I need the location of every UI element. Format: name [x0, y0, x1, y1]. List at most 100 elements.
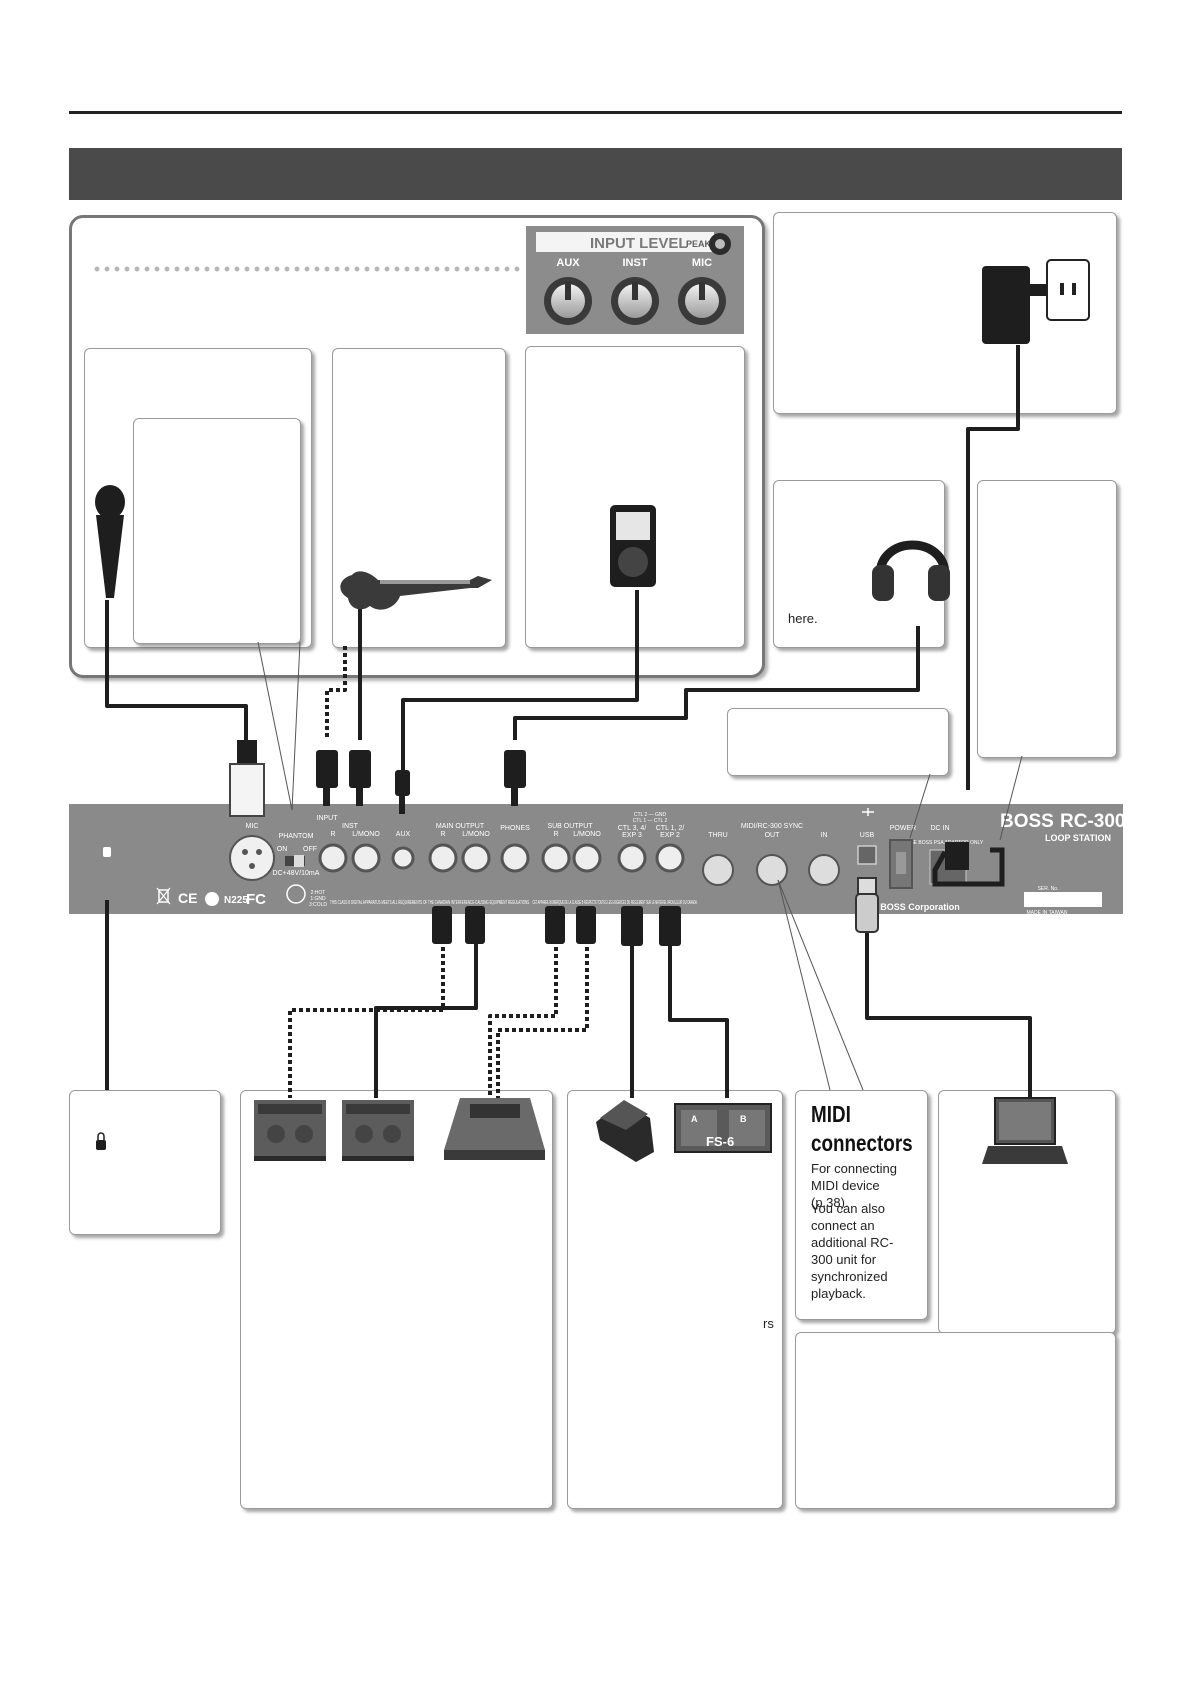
label-on: ON	[277, 846, 288, 853]
label-inst: INST	[342, 823, 359, 830]
label-ctl12: CTL 1, 2/	[656, 825, 685, 832]
rear-panel: BOSS RC-300 LOOP STATION MIC PHANTOM ON …	[69, 804, 1125, 916]
brand-logo: BOSS	[1000, 811, 1054, 832]
label-mic: MIC	[246, 823, 259, 830]
label-pin-cold: 3:COLD	[309, 902, 327, 908]
midi-out-port	[756, 854, 788, 886]
kensington-slot-icon	[103, 847, 111, 857]
n225-mark: N225	[224, 895, 248, 906]
wall-outlet-icon	[1046, 259, 1090, 321]
usb-port	[857, 845, 877, 865]
label-sub-output: SUB OUTPUT	[547, 823, 593, 830]
knob-label-inst: INST	[622, 257, 647, 269]
midi-thru-port	[702, 854, 734, 886]
cables-solid	[105, 345, 1032, 1098]
label-pin-gnd: 1:GND	[310, 896, 326, 902]
ce-mark: CE	[178, 890, 197, 906]
label-midi-thru: THRU	[708, 832, 727, 839]
label-dcin: DC IN	[930, 825, 949, 832]
inst-level-knob-icon	[611, 277, 659, 325]
headphones-panel	[773, 480, 945, 648]
label-sub-lmono: L/MONO	[573, 831, 601, 838]
label-midi-sync: MIDI/RC-300 SYNC	[741, 823, 803, 830]
jack-sub-r	[541, 843, 571, 873]
label-exp2: EXP 2	[660, 832, 680, 839]
footswitch-text: rs	[763, 1316, 774, 1331]
footswitch-panel	[567, 1090, 783, 1509]
phantom-callout	[133, 418, 301, 644]
midi-title: MIDI connectors	[811, 1101, 913, 1156]
label-class-notice: THIS CLASS B DIGITAL APPARATUS MEETS ALL…	[330, 900, 530, 906]
label-ctl34: CTL 3, 4/	[618, 825, 647, 832]
jack-input-r	[318, 843, 348, 873]
usb-plug-icon	[855, 877, 879, 933]
serial-label-plate	[1024, 892, 1102, 907]
headphones-icon	[872, 540, 950, 601]
midi-para-2: You can also connect an additional RC-30…	[811, 1201, 894, 1301]
model-label: RC-300	[1060, 811, 1125, 832]
label-aux: AUX	[396, 831, 411, 838]
dc-plug-icon	[932, 847, 1005, 887]
label-usb: USB	[860, 832, 875, 839]
label-exp3: EXP 3	[622, 832, 642, 839]
power-switch-rocker	[896, 852, 906, 874]
jack-aux	[391, 846, 415, 870]
label-main-r: R	[440, 831, 445, 838]
peak-label: PEAK	[686, 239, 712, 249]
phantom-switch	[285, 855, 305, 867]
expression-pedal-icon	[596, 1100, 654, 1162]
fs6-footswitch-icon: A B FS-6	[674, 1103, 772, 1153]
section-banner	[69, 148, 1122, 200]
label-power: POWER	[890, 825, 916, 832]
usb-panel-lower	[795, 1332, 1116, 1509]
amplifier-icon-2	[342, 1100, 414, 1161]
power-switch-callout	[727, 708, 949, 776]
fs6-a-label: A	[691, 1114, 698, 1124]
label-phantom: PHANTOM	[279, 833, 314, 840]
label-main-output: MAIN OUTPUT	[436, 823, 485, 830]
security-lock-icon	[96, 1132, 106, 1150]
label-midi-out: OUT	[765, 832, 781, 839]
dotted-separator	[92, 266, 520, 272]
jack-ctl12	[655, 843, 685, 873]
label-input-r: R	[330, 831, 335, 838]
jack-input-lmono	[351, 843, 381, 873]
xlr-mic-jack	[229, 835, 275, 881]
security-slot-panel	[69, 1090, 221, 1235]
jack-phones	[500, 843, 530, 873]
microphone-icon	[95, 485, 125, 598]
label-sub-r: R	[553, 831, 558, 838]
label-made-in: MADE IN TAIWAN	[1026, 910, 1067, 916]
mixer-icon	[444, 1098, 545, 1160]
knob-label-aux: AUX	[556, 257, 580, 269]
label-midi-in: IN	[821, 832, 828, 839]
fcc-mark: FC	[246, 891, 266, 908]
weee-bin-icon	[156, 887, 171, 905]
amplifier-icon-1	[254, 1100, 326, 1161]
usb-icon	[862, 808, 874, 816]
midi-in-port	[808, 854, 840, 886]
input-level-plate: INPUT LEVEL PEAK AUX INST MIC	[526, 226, 744, 334]
label-phones: PHONES	[500, 825, 530, 832]
callout-lines	[257, 641, 1023, 1091]
knob-label-mic: MIC	[692, 257, 712, 269]
label-ser: SER. No.	[1038, 886, 1059, 892]
adaptor-panel	[773, 212, 1117, 414]
fs6-model-label: FS-6	[706, 1134, 734, 1149]
fs6-b-label: B	[740, 1114, 747, 1124]
mic-level-knob-icon	[678, 277, 726, 325]
cables-dashed	[288, 646, 589, 1098]
phantom-spec-icon	[286, 884, 306, 904]
label-phantom-spec: DC+48V/10mA	[273, 870, 320, 877]
jack-ctl34	[617, 843, 647, 873]
jack-main-r	[428, 843, 458, 873]
label-ctl-legend-1: CTL 2 — GND	[634, 812, 667, 818]
aux-level-knob-icon	[544, 277, 592, 325]
n225-icon	[205, 892, 219, 906]
jack-sub-lmono	[572, 843, 602, 873]
input-level-title: INPUT LEVEL	[590, 235, 688, 252]
header-rule	[69, 111, 1122, 114]
loop-station-label: LOOP STATION	[1045, 833, 1111, 843]
label-main-lmono: L/MONO	[462, 831, 490, 838]
